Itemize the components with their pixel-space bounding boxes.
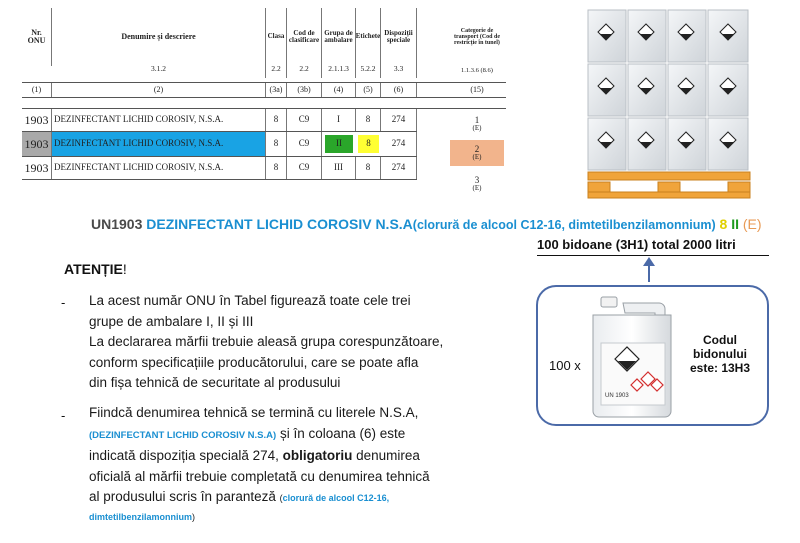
jerrycan-count: 100 x	[549, 358, 581, 373]
header-dispozitii: Dispoziții speciale	[381, 8, 417, 66]
colnum-1: (1)	[22, 83, 52, 97]
un-tunnel-code: (E)	[742, 216, 762, 232]
bullet-1: -	[61, 295, 66, 310]
row3-grupa: III	[322, 157, 356, 179]
callout-arrow-head	[643, 257, 655, 266]
row3-onu: 1903	[22, 157, 52, 179]
row2-clasa: 8	[266, 132, 287, 156]
row1-eticheta: 8	[356, 109, 381, 131]
header-nr-onu: Nr. ONU	[22, 8, 52, 66]
colnum-15: (15)	[470, 84, 484, 94]
row2-cat: 2(E)	[450, 140, 504, 166]
row1-name: DEZINFECTANT LICHID COROSIV, N.S.A.	[52, 109, 266, 131]
header-etichete: Etichete	[356, 8, 381, 66]
header-clasa: Clasa	[266, 8, 287, 66]
ref-cod: 2.2	[287, 60, 322, 78]
container-code-label: Codul bidonului este: 13H3	[689, 333, 751, 375]
header-grupa-ambalare: Grupa de ambalare	[322, 8, 356, 66]
paragraph-2: Fiindcă denumirea tehnică se termină cu …	[89, 405, 430, 522]
un-headline: UN1903 DEZINFECTANT LICHID COROSIV N.S.A…	[91, 216, 762, 232]
ref-3-1-2: 3.1.2	[52, 60, 266, 78]
svg-text:UN 1903: UN 1903	[605, 393, 629, 399]
header-cod-clasificare: Cod de clasificare	[287, 8, 322, 66]
ref-clasa: 2.2	[266, 60, 287, 78]
quantity-underline	[537, 255, 769, 256]
pallet-image	[584, 6, 754, 202]
callout-arrow	[648, 262, 650, 282]
header-denumire: Denumire și descriere	[52, 8, 266, 66]
row1-grupa: I	[322, 109, 356, 131]
ref-etichete: 5.2.2	[356, 60, 381, 78]
colnum-3b: (3b)	[287, 83, 322, 97]
bullet-2: -	[61, 408, 66, 423]
attention-title: ATENȚIE!	[64, 261, 127, 277]
un-class: 8	[719, 216, 728, 232]
row3-eticheta: 8	[356, 157, 381, 179]
ref-dispozitii: 3.3	[381, 60, 417, 78]
row2-name: DEZINFECTANT LICHID COROSIV, N.S.A.	[52, 132, 266, 156]
ref-grupa: 2.1.1.3	[322, 60, 356, 78]
row2-cod: C9	[287, 132, 322, 156]
row2-disp: 274	[381, 132, 417, 156]
quantity-line: 100 bidoane (3H1) total 2000 litri	[537, 237, 736, 252]
row1-disp: 274	[381, 109, 417, 131]
header-categorie-transport: Categorie de transport (Cod de restricți…	[454, 27, 500, 47]
paragraph-1: La acest număr ONU în Tabel figurează to…	[89, 293, 444, 390]
colnum-4: (4)	[322, 83, 356, 97]
un-number: UN1903	[91, 216, 143, 232]
row3-clasa: 8	[266, 157, 287, 179]
un-proper-name: DEZINFECTANT LICHID COROSIV N.S.A	[146, 216, 413, 232]
row3-name: DEZINFECTANT LICHID COROSIV, N.S.A.	[52, 157, 266, 179]
highlight-proper-name: (DEZINFECTANT LICHID COROSIV N.S.A)	[89, 429, 277, 441]
row3-cat: 3(E)	[472, 174, 482, 193]
colnum-6: (6)	[381, 83, 417, 97]
row2-grupa: II	[325, 135, 353, 153]
jerrycan-image: UN 1903	[583, 293, 679, 421]
highlight-technical-name: clorură de alcool C12-16,	[282, 493, 390, 503]
colnum-2: (2)	[52, 83, 266, 97]
row1-onu: 1903	[22, 109, 52, 131]
row2-eticheta: 8	[358, 135, 379, 153]
row1-cat: 1(E)	[472, 114, 482, 133]
un-technical-name: (clorură de alcool C12-16, dimtetilbenzi…	[412, 218, 716, 232]
row1-cod: C9	[287, 109, 322, 131]
colnum-5: (5)	[356, 83, 381, 97]
row2-onu: 1903	[22, 132, 52, 156]
ref-categorie: 1.1.3.6 (8.6)	[461, 66, 493, 74]
un-packing-group: II	[731, 216, 739, 232]
adr-table: Nr. ONU Denumire și descriere Clasa Cod …	[22, 8, 506, 198]
row1-clasa: 8	[266, 109, 287, 131]
colnum-3a: (3a)	[266, 83, 287, 97]
row3-disp: 274	[381, 157, 417, 179]
row3-cod: C9	[287, 157, 322, 179]
